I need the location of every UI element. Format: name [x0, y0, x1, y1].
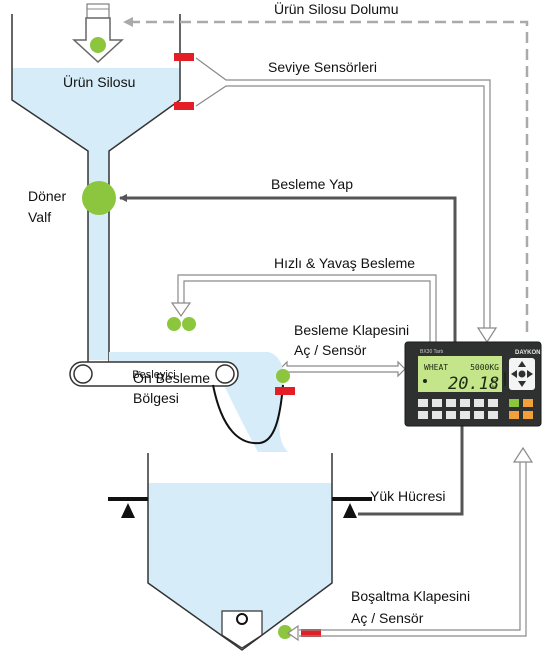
load-cell-label: Yük Hücresi: [370, 488, 445, 504]
prefeed-flap: [212, 384, 284, 445]
load-cell-line: [358, 426, 464, 516]
unit-top: kg: [492, 378, 497, 383]
feeder-conveyor: [69, 361, 239, 387]
load-cell-right: [332, 497, 372, 518]
feed-command-label: Besleme Yap: [271, 176, 353, 192]
weighing-indicator: BX30 Tartı DAYKON WHEAT 5000KG 20.18 kg …: [404, 341, 542, 427]
product-name: WHEAT: [424, 363, 448, 372]
product-silo-label: Ürün Silosu: [63, 73, 135, 90]
discharge-flap-sensor: [301, 629, 321, 637]
indicator-model: BX30 Tartı: [420, 349, 443, 355]
silo-filling-line: [123, 17, 529, 332]
discharge-flap-valve: [278, 625, 292, 639]
discharge-flap-label-2: Aç / Sensör: [351, 610, 424, 626]
indicator-display: [418, 356, 502, 392]
feed-flap-signal: [279, 360, 406, 378]
unit-bottom: kg: [492, 384, 497, 389]
navigation-pad: [509, 358, 535, 390]
prefeed-zone-label-2: Bölgesi: [133, 390, 179, 406]
weigh-hopper: [147, 453, 333, 651]
fast-feed-indicator: [167, 317, 181, 331]
level-sensors-label: Seviye Sensörleri: [268, 59, 377, 75]
function-keys: [418, 399, 533, 419]
prefeed-zone-label: Ön Besleme: [133, 369, 210, 386]
discharge-flap-label: Boşaltma Klapesini: [351, 588, 470, 604]
weight-value: 20.18: [448, 374, 499, 394]
level-sensor-low: [174, 102, 194, 110]
level-sensor-high: [174, 53, 194, 61]
load-cell-left: [108, 497, 148, 518]
inlet-arrow: [72, 3, 124, 64]
silo-filling-label: Ürün Silosu Dolumu: [274, 0, 399, 17]
feed-flap-label: Besleme Klapesini: [294, 322, 409, 338]
feed-flap-sensor: [275, 387, 295, 395]
inlet-valve-indicator: [90, 37, 106, 53]
feed-command-line: [119, 194, 457, 342]
rotary-valve-label-2: Valf: [28, 209, 51, 225]
feed-flap-label-2: Aç / Sensör: [294, 342, 367, 358]
feeder-label: Besleyici: [132, 369, 175, 381]
fast-slow-feed-line: [177, 274, 437, 342]
fast-slow-feed-label: Hızlı & Yavaş Besleme: [274, 255, 415, 271]
indicator-brand: DAYKON: [515, 350, 540, 356]
feed-flap-valve: [276, 369, 290, 383]
rotary-valve-label: Döner: [28, 188, 66, 204]
level-sensors-line: [195, 57, 491, 328]
setpoint-value: 5000KG: [470, 363, 499, 372]
slow-feed-indicator: [182, 317, 196, 331]
discharge-flap-line: [299, 462, 527, 637]
rotary-valve: [82, 181, 116, 215]
